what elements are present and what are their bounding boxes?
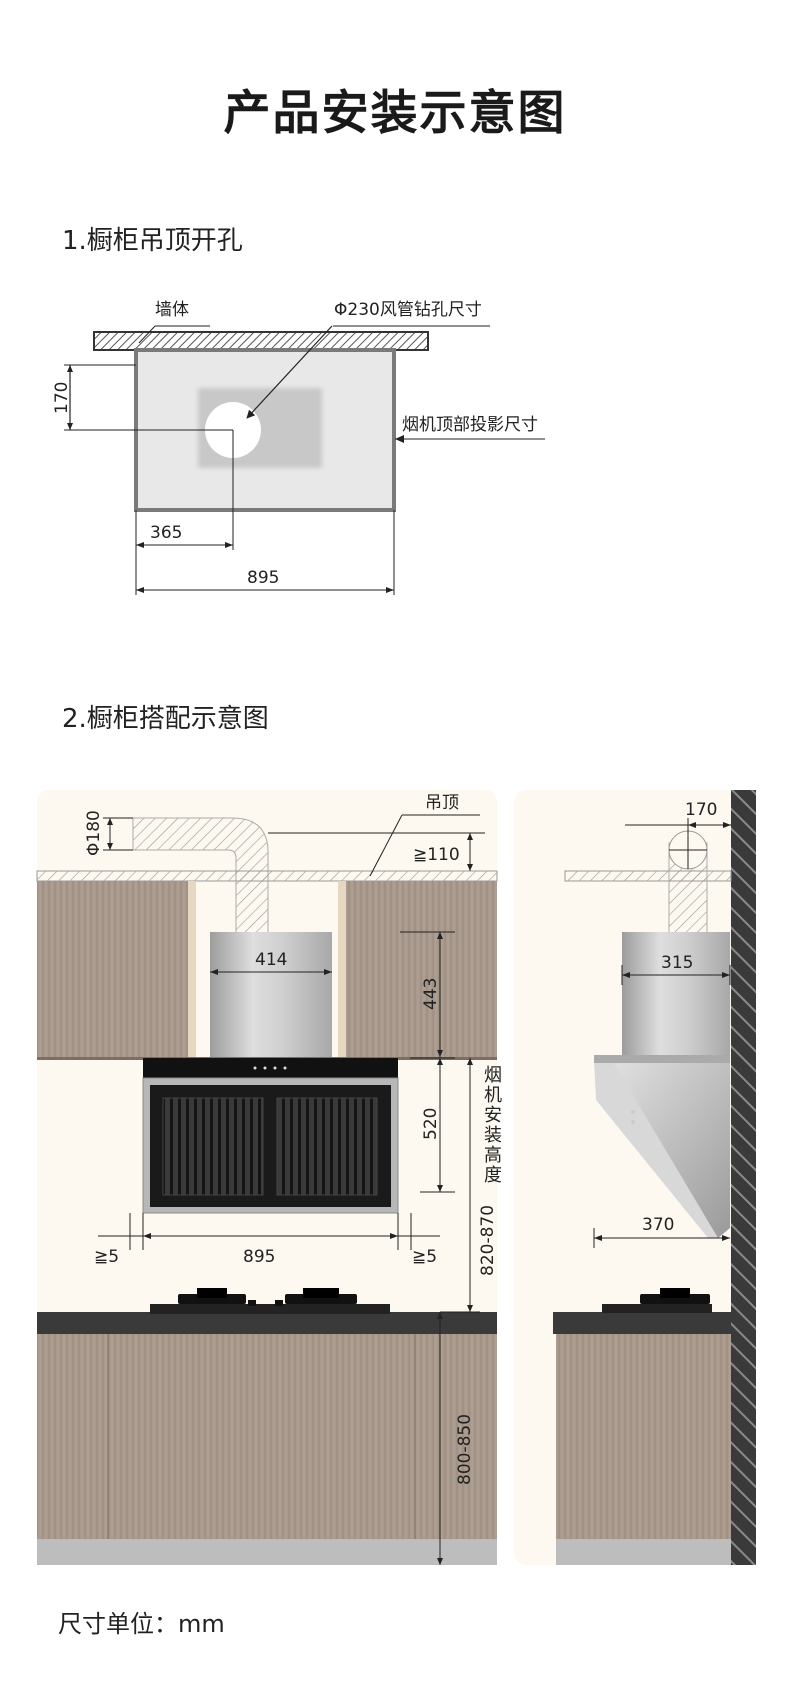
projection-label: 烟机顶部投影尺寸 (402, 415, 538, 435)
page-title: 产品安装示意图 (223, 86, 567, 141)
section2-title: 2.橱柜搭配示意图 (62, 704, 269, 734)
ceiling-strip (36, 870, 498, 882)
side-chimney (622, 932, 730, 1057)
hood-top-band (143, 1058, 398, 1078)
side-dim-315-label: 315 (661, 953, 693, 973)
dim-895-label: 895 (247, 568, 279, 588)
dim-170-label: 170 (52, 382, 72, 414)
dim-520-label: 520 (421, 1108, 441, 1140)
dim-phi180-label: Φ180 (84, 810, 104, 856)
dim-414-label: 414 (255, 950, 287, 970)
dim-800-850-label: 800-850 (455, 1414, 475, 1485)
side-ceiling-strip (564, 870, 732, 882)
dim-895-front-label: 895 (243, 1247, 275, 1267)
side-wall (731, 790, 756, 1565)
install-height-label: 烟机安装高度 (484, 1065, 502, 1186)
burner-right (285, 1288, 357, 1304)
side-cooktop (602, 1304, 712, 1313)
dim-ge110-label: ≧110 (413, 845, 460, 865)
base-cabinet (37, 1334, 497, 1539)
dim-443-label: 443 (421, 978, 441, 1010)
section1-title: 1.橱柜吊顶开孔 (62, 226, 243, 256)
dim-820-870-label: 820-870 (478, 1205, 498, 1276)
side-dim-170-label: 170 (685, 800, 717, 820)
unit-label: 尺寸单位：mm (58, 1610, 225, 1638)
dim-ge5-left-label: ≧5 (94, 1247, 119, 1267)
hood-filter-left (162, 1097, 264, 1196)
upper-cabinet-left (37, 881, 194, 1059)
countertop (37, 1312, 497, 1334)
cabinet-matching-diagram: 吊顶 Φ180 ≧110 414 443 520 烟机安装高度 820-870 … (36, 790, 756, 1565)
dim-365-label: 365 (150, 523, 182, 543)
duct-hole-label: Φ230风管钻孔尺寸 (334, 300, 482, 320)
upper-cabinet-right (343, 881, 497, 1059)
hood-filter-right (276, 1097, 378, 1196)
wall-label: 墙体 (155, 300, 189, 320)
side-dim-370-label: 370 (642, 1215, 674, 1235)
side-countertop (553, 1312, 731, 1334)
burner-left (178, 1288, 246, 1304)
dim-ge5-right-label: ≧5 (412, 1247, 437, 1267)
cooktop (150, 1304, 390, 1314)
ceiling-label: 吊顶 (425, 793, 459, 813)
hood-chimney (210, 932, 332, 1057)
side-base-cabinet (556, 1334, 731, 1539)
ceiling-hole-diagram: 墙体 Φ230风管钻孔尺寸 烟机顶部投影尺寸 170 365 895 (52, 300, 545, 595)
